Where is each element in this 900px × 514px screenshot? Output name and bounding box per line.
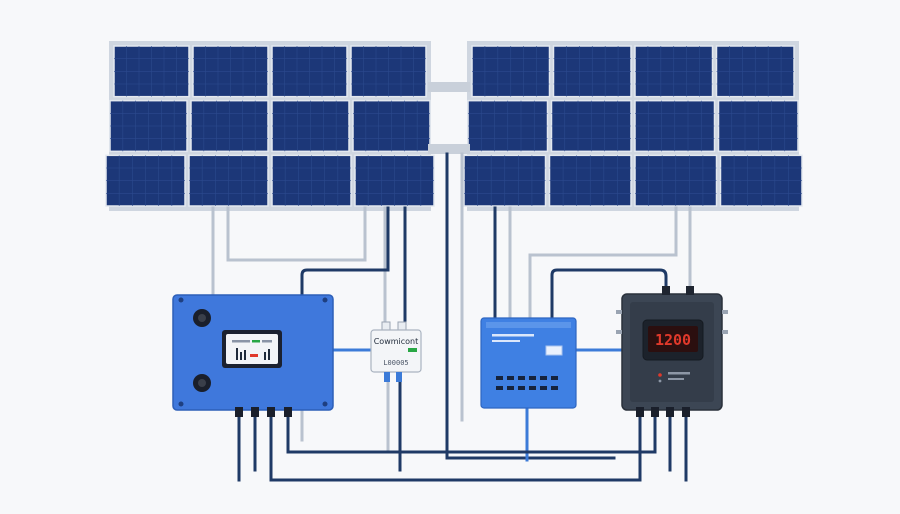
right-panel (634, 154, 718, 207)
junction-box-readout: L00005 (383, 359, 408, 367)
right-panel (467, 99, 549, 153)
vent-slot (518, 376, 525, 380)
wiring (211, 152, 692, 482)
right-panel (548, 154, 632, 207)
right-panel (719, 154, 803, 207)
right-panel (717, 99, 799, 153)
left-panel (350, 45, 427, 98)
wire-dark-top-controller (300, 206, 390, 297)
charge-controller (172, 294, 334, 417)
left-panel (105, 154, 186, 207)
solar-array-left (105, 41, 435, 211)
wire-light-2 (226, 206, 367, 262)
vent-slot (507, 376, 514, 380)
gauge-display-icon (222, 330, 282, 368)
left-panel (271, 99, 350, 153)
vent-slot (540, 376, 547, 380)
wire-ctrl-bottom-3 (269, 408, 642, 482)
left-panel (271, 154, 352, 207)
wire-light-right-2 (528, 206, 678, 320)
vent-grille-icon (496, 376, 558, 390)
right-panel (634, 99, 716, 153)
vent-slot (507, 386, 514, 390)
solar-array-right (463, 41, 803, 211)
left-panel (188, 154, 269, 207)
vent-slot (551, 386, 558, 390)
right-panel (634, 45, 714, 98)
inverter (480, 317, 577, 409)
left-panel (190, 99, 269, 153)
vent-slot (496, 386, 503, 390)
right-panel (715, 45, 795, 98)
junction-box-label: Cowmicont (374, 337, 419, 346)
left-panel (271, 45, 348, 98)
vent-slot (529, 386, 536, 390)
digital-meter-icon: 1200 (642, 319, 704, 361)
vent-slot (518, 386, 525, 390)
vent-slot (551, 376, 558, 380)
left-panel (109, 99, 188, 153)
right-panel (463, 154, 547, 207)
wire-dark-right-2 (550, 268, 668, 320)
right-panel (552, 45, 632, 98)
wire-ctrl-bottom-4 (286, 408, 657, 454)
left-panel (352, 99, 431, 153)
wire-dark-center (445, 152, 616, 460)
left-panel (192, 45, 269, 98)
right-panel (550, 99, 632, 153)
mount-bracket (428, 82, 470, 154)
left-panel (113, 45, 190, 98)
right-panel (471, 45, 551, 98)
vent-slot (529, 376, 536, 380)
vent-slot (540, 386, 547, 390)
left-panel (354, 154, 435, 207)
meter-display: 1200 (655, 331, 691, 349)
battery-meter: 1200 (616, 286, 728, 417)
junction-box: Cowmicont L00005 (370, 321, 422, 382)
vent-slot (496, 376, 503, 380)
